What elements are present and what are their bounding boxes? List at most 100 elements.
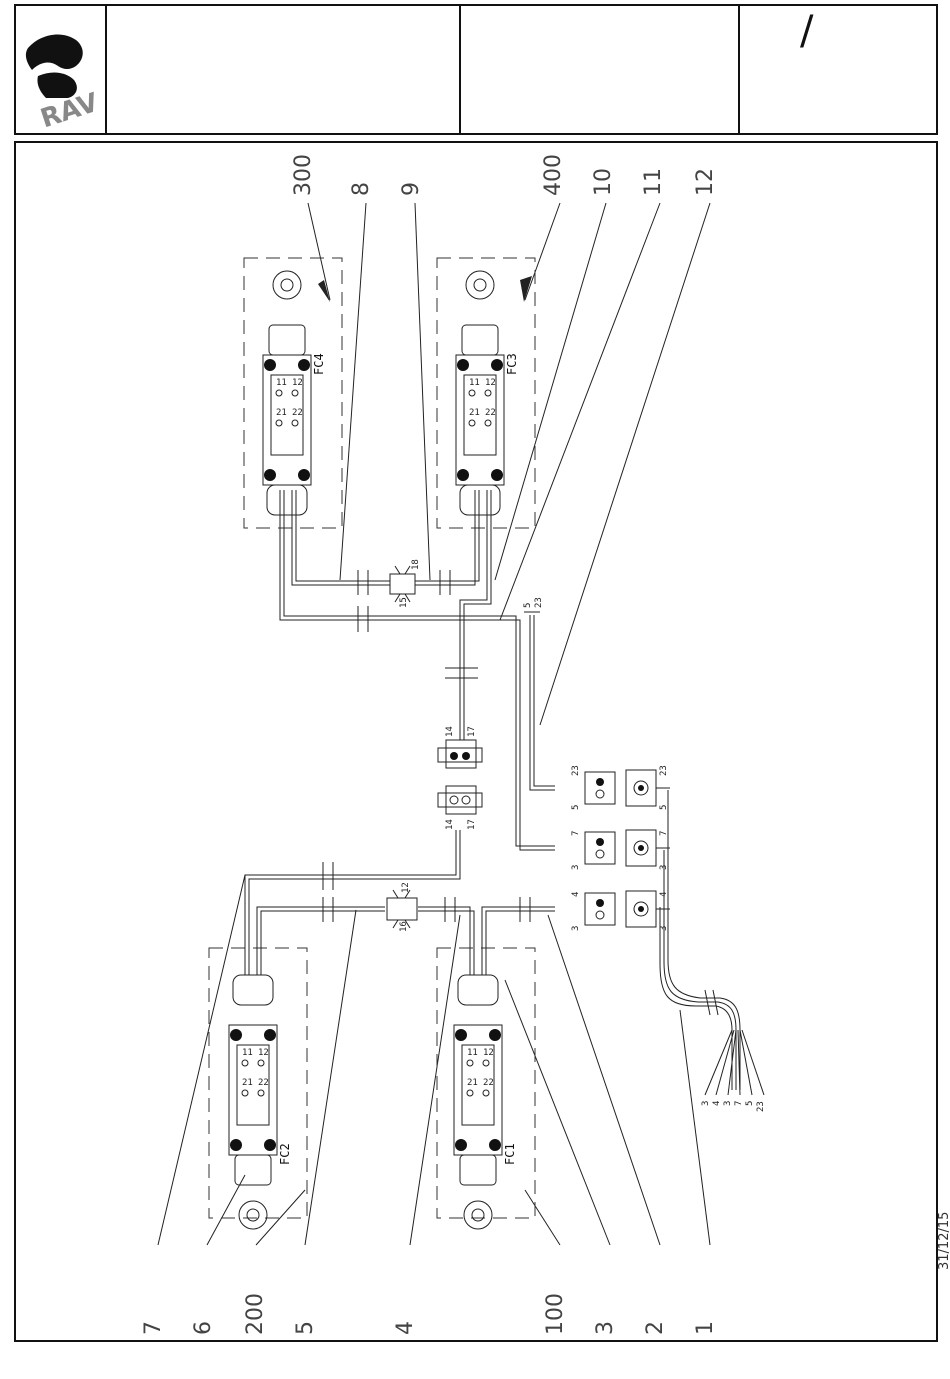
screw-icon [264,1139,276,1151]
connector-row-2: 7 3 7 3 [571,830,670,870]
row-label-right-top: 23 [659,765,669,776]
pin-icon [596,778,604,786]
callout-10: 10 [591,168,616,196]
screw-icon [489,1029,501,1041]
callout-12: 12 [693,168,718,196]
row-label-right-bottom: 5 [659,805,669,810]
branch-label-5: 5 [523,603,533,608]
callout-1: 1 [693,1321,718,1335]
cable-wire-label: 7 [734,1101,744,1106]
terminal-label: 21 [469,408,480,418]
switch-arm [460,1155,496,1185]
terminal-label: 12 [292,378,303,388]
switch-id-label: FC3 [505,353,519,375]
terminal-label: 11 [469,378,480,388]
callout-400: 400 [541,154,566,196]
splice-bottom-label-b: 16 [399,921,409,932]
socket-core-icon [638,845,644,851]
terminal-label: 21 [242,1078,253,1088]
screw-icon [264,1029,276,1041]
screw-icon [298,469,310,481]
row-label-right-bottom: 3 [659,865,669,870]
switch-id-label: FC2 [278,1143,292,1165]
terminal-icon [258,1090,264,1096]
cable-gland [233,975,273,1005]
callout-3: 3 [593,1321,618,1335]
connector-female [585,832,615,864]
switch-arm [462,325,498,355]
terminal-icon [469,420,475,426]
terminal-icon [483,1090,489,1096]
terminal-label: 22 [258,1078,269,1088]
roller-icon [466,271,494,299]
terminal-label: 22 [292,408,303,418]
screw-icon [264,359,276,371]
terminal-icon [483,1060,489,1066]
connector-row-3: 4343 [571,891,670,931]
terminal-label: 11 [467,1048,478,1058]
center-connector-male: 14 17 [438,786,482,830]
terminal-icon [242,1090,248,1096]
terminal-label: 21 [467,1078,478,1088]
roller-axle-icon [472,1209,484,1221]
row-label-top: 7 [571,831,581,836]
connector-female [585,893,615,925]
center-bottom-label-a: 14 [445,819,455,830]
splice-bottom: 12 16 [387,882,417,932]
callout-11: 11 [641,168,666,196]
splice-top-label-a: 18 [411,559,421,570]
terminal-icon [467,1090,473,1096]
terminal-label: 21 [276,408,287,418]
cable-wire-label: 3 [701,1101,711,1106]
top-callouts: 30089400101112 [291,154,718,196]
screw-icon [491,359,503,371]
row-label-right-top: 4 [659,892,669,897]
enclosure-300 [244,258,342,528]
roller-icon [464,1201,492,1229]
screw-icon [457,469,469,481]
callout-2: 2 [643,1321,668,1335]
limit-switch-fc3: 11122122FC3 [456,271,519,515]
center-bottom-label-b: 17 [467,819,477,830]
screw-icon [264,469,276,481]
callout-4: 4 [393,1321,418,1335]
row-label-bottom: 3 [571,865,581,870]
cable-wire-label: 3 [723,1101,733,1106]
row-label-bottom: 3 [571,926,581,931]
center-top-label-b: 17 [467,726,477,737]
roller-icon [273,271,301,299]
row-label-top: 23 [571,765,581,776]
limit-switch-fc2: 11 12 21 22FC2 [229,975,292,1229]
callout-6: 6 [191,1321,216,1335]
screw-icon [230,1139,242,1151]
terminal-label: 11 [242,1048,253,1058]
connector-female [585,772,615,804]
cable-wire-label: 4 [712,1101,722,1106]
terminal-label: 12 [485,378,496,388]
row-label-right-top: 7 [659,831,669,836]
callout-9: 9 [399,182,424,196]
date-stamp: 31/12/15 [937,1212,950,1270]
terminal-icon [242,1060,248,1066]
terminal-icon [292,420,298,426]
callout-7: 7 [141,1321,166,1335]
roller-axle-icon [474,279,486,291]
screw-icon [491,469,503,481]
terminal-label: 12 [258,1048,269,1058]
connector-row-1: 23 5 23 5 [571,765,670,810]
row-label-top: 4 [571,892,581,897]
pin-icon [596,899,604,907]
terminal-icon [276,390,282,396]
enclosure-400 [437,258,535,528]
roller-icon [239,1201,267,1229]
terminal-label: 11 [276,378,287,388]
limit-switch-fc1: 11122122FC1 [454,975,517,1229]
row-label-bottom: 5 [571,805,581,810]
terminal-icon [485,390,491,396]
center-top-label-a: 14 [445,726,455,737]
screw-icon [298,359,310,371]
splice-bottom-label-a: 12 [401,882,411,893]
